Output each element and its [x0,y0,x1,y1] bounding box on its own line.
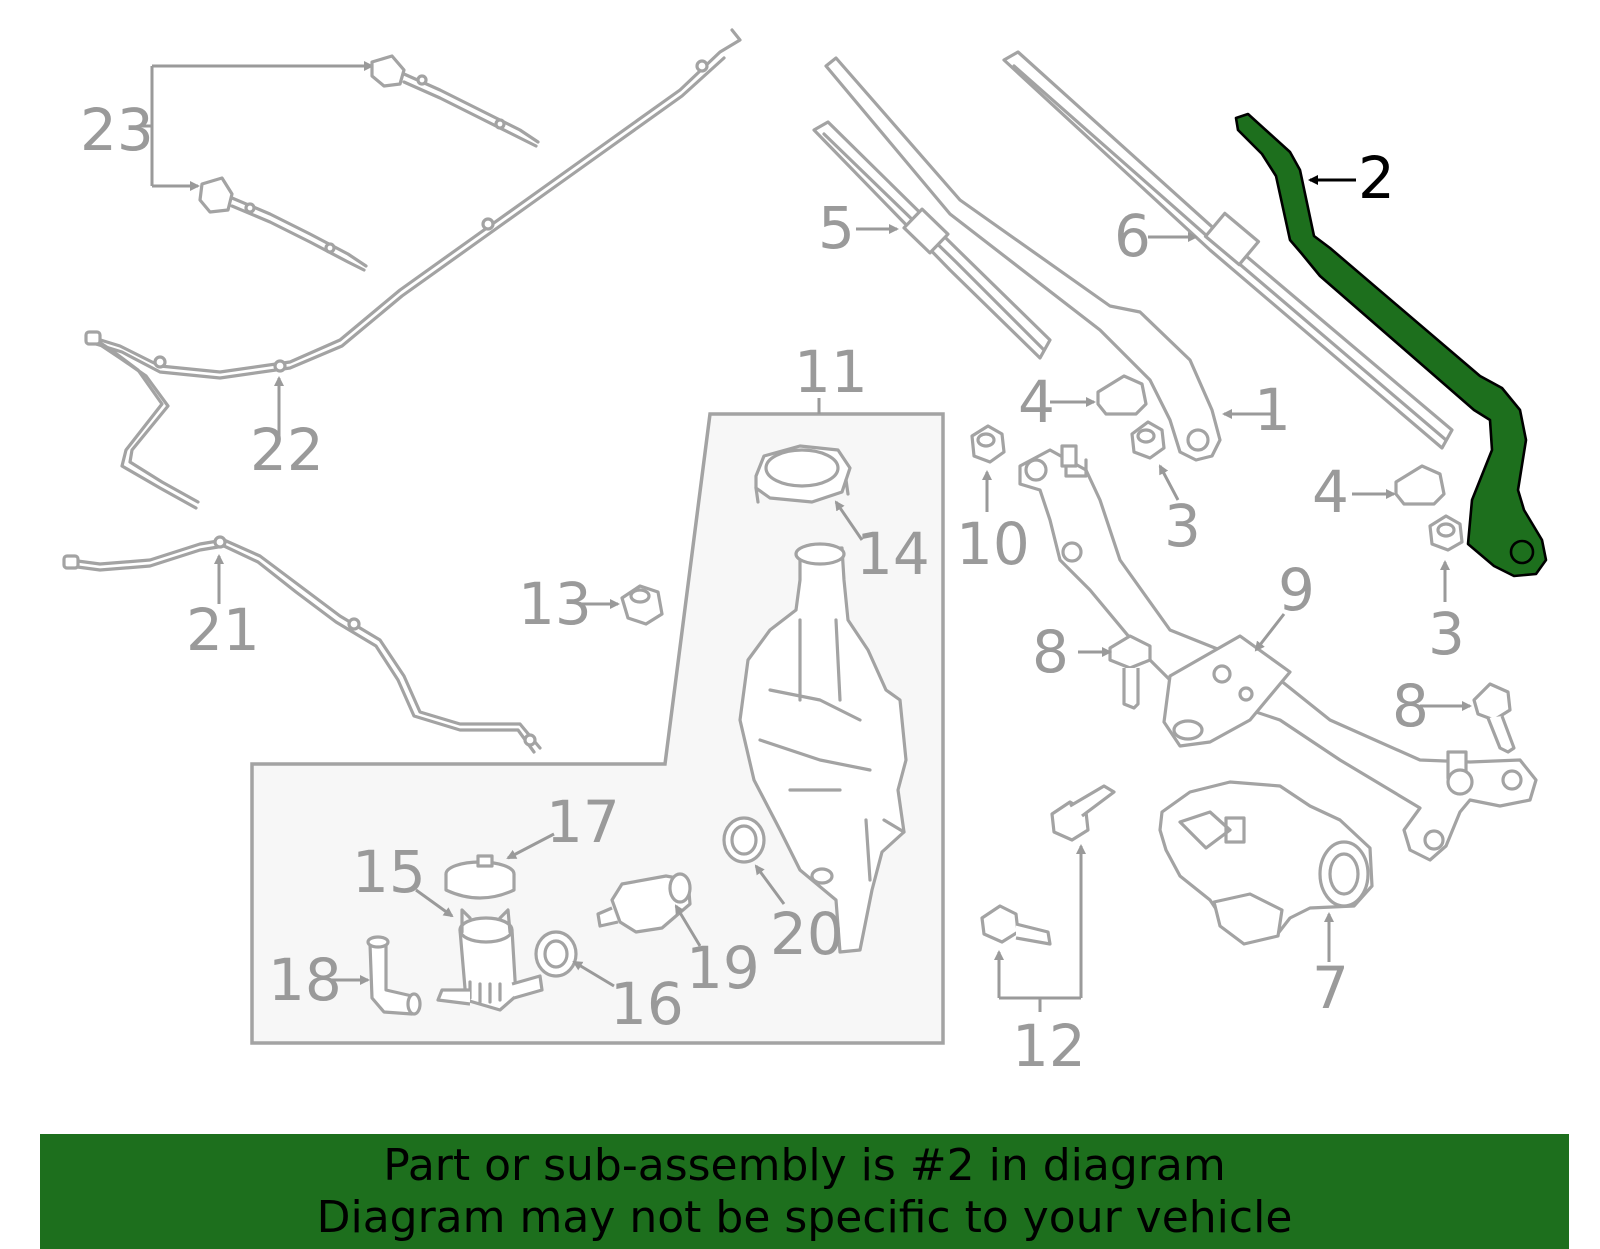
part-20-grommet [722,816,786,905]
part-22-washer-hose [84,28,742,510]
label-3-right: 3 [1428,600,1465,668]
part-3-nuts [1130,420,1464,602]
part-12-bolts [980,784,1116,1012]
part-7-wiper-motor [1158,780,1374,962]
label-1: 1 [1254,376,1291,444]
info-banner: Part or sub-assembly is #2 in diagram Di… [40,1134,1569,1249]
part-17-clamp [444,832,555,900]
label-5: 5 [818,194,855,262]
part-2-wiper-arm-highlighted [1234,112,1548,578]
label-13: 13 [518,570,592,638]
label-10: 10 [956,510,1030,578]
part-1-wiper-arm [824,56,1272,462]
part-4-caps [1050,374,1446,506]
label-3-left: 3 [1164,492,1201,560]
label-15: 15 [352,838,426,906]
part-10-nut [970,424,1006,512]
label-23: 23 [80,96,154,164]
part-13-nut [578,584,664,626]
part-18-hose-elbow [332,935,422,1016]
label-9: 9 [1278,556,1315,624]
label-8-right: 8 [1392,672,1429,740]
part-8-bolts [1078,634,1516,754]
label-19: 19 [686,934,760,1002]
washer-reservoir [738,542,908,954]
part-6-wiper-blade [1002,50,1454,450]
part-16-grommet [534,930,615,988]
label-7: 7 [1312,954,1349,1022]
label-2: 2 [1358,144,1395,212]
part-23-washer-nozzles [140,54,540,272]
label-21: 21 [186,596,260,664]
banner-line-2: Diagram may not be specific to your vehi… [316,1191,1293,1243]
label-6: 6 [1114,202,1151,270]
part-19-level-sensor [596,872,702,947]
banner-line-1: Part or sub-assembly is #2 in diagram [383,1139,1226,1191]
label-20: 20 [770,900,844,968]
label-16: 16 [610,970,684,1038]
label-8-left: 8 [1032,618,1069,686]
part-9-wiper-linkage [1018,444,1538,862]
label-22: 22 [250,416,324,484]
label-11: 11 [794,338,868,406]
label-18: 18 [268,946,342,1014]
label-12: 12 [1012,1012,1086,1080]
label-14: 14 [856,520,930,588]
label-4-left: 4 [1018,368,1055,436]
label-17: 17 [546,788,620,856]
part-21-washer-hose [62,535,542,754]
part-5-wiper-blade [812,120,1052,360]
label-4-right: 4 [1312,458,1349,526]
part-15-washer-pump [415,888,544,1012]
part-14-filler-cap [754,444,864,541]
